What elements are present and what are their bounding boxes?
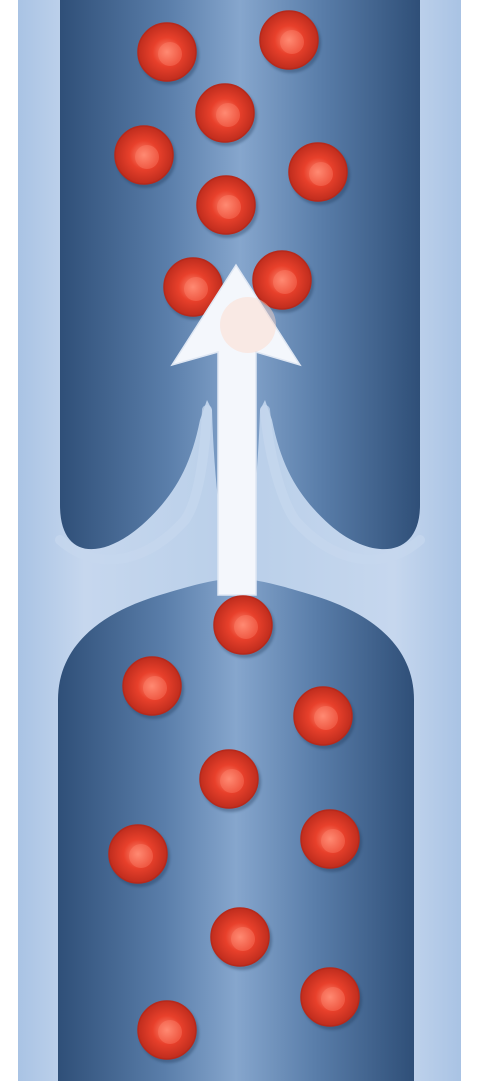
red-blood-cell-icon (220, 297, 276, 353)
